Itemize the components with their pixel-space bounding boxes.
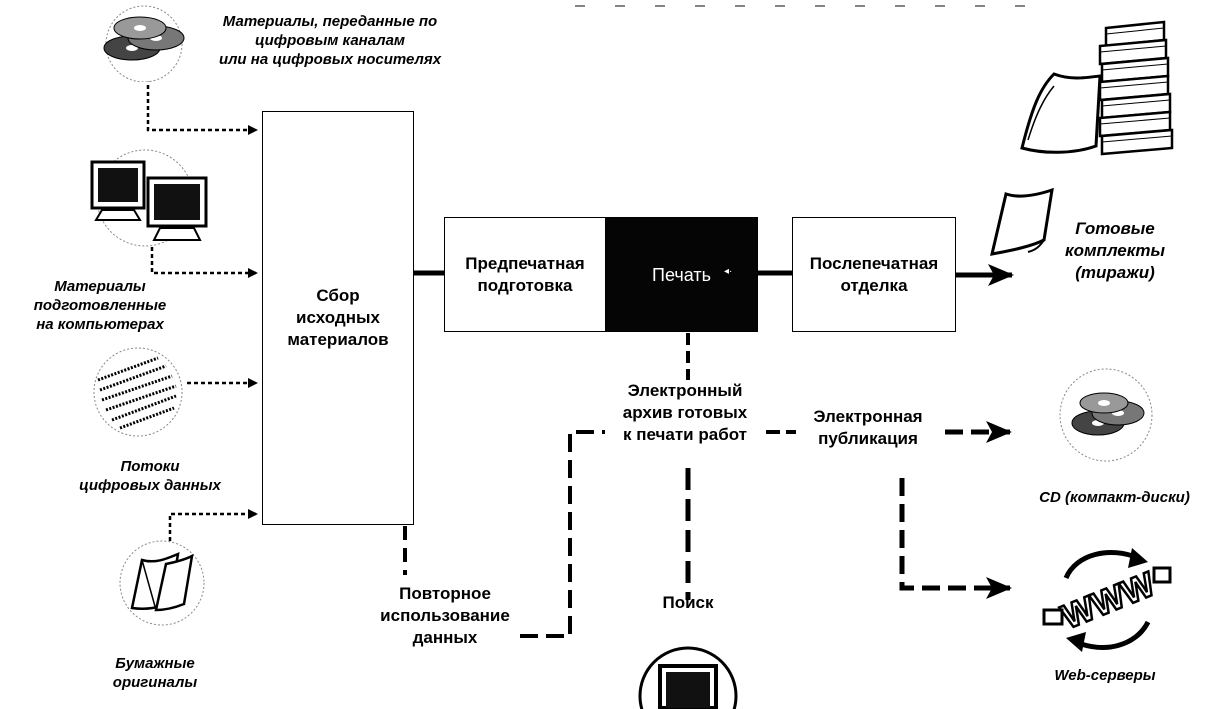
label-finished: Готовые комплекты (тиражи) (1064, 219, 1166, 282)
label-search: Поиск (662, 593, 714, 612)
arrow-web (899, 478, 1012, 599)
sheet-icon (990, 188, 1054, 256)
label-web: Web-серверы (1054, 667, 1156, 684)
label-epub: Электронная публикация (813, 407, 923, 448)
monitor-icon (638, 646, 738, 709)
label-archive: Электронный архив готовых к печати работ (622, 381, 748, 444)
label-data-streams: Потоки цифровых данных (79, 458, 221, 494)
box-print: Печать ◂· (605, 217, 758, 332)
label-cd: CD (компакт-диски) (1039, 489, 1190, 506)
cd-icon (1059, 368, 1153, 462)
print-marker: ◂· (724, 266, 733, 277)
label-paper: Бумажные оригиналы (112, 655, 198, 691)
box-prepress: Предпечатная подготовка (444, 217, 606, 332)
paper-doc-icon (119, 540, 205, 626)
box-postpress: Послепечатная отделка (792, 217, 956, 332)
cd-stack-icon (103, 5, 185, 82)
arrow-computers (150, 240, 258, 278)
arrow-paper (168, 509, 258, 548)
label-computers: Материалы подготовленные на компьютерах (33, 278, 167, 333)
box-collect: Сбор исходных материалов (262, 111, 414, 525)
label-reuse: Повторное использование данных (380, 584, 510, 647)
www-globe-icon: WWW (1042, 548, 1172, 652)
label-digital-media: Материалы, переданные по цифровым канала… (218, 13, 442, 68)
computers-icon (90, 149, 208, 247)
link-reuse-archive (520, 430, 605, 638)
paper-stack-icon (1020, 20, 1174, 156)
arrow-digital-media (146, 78, 258, 135)
text-stream-icon (93, 347, 183, 437)
